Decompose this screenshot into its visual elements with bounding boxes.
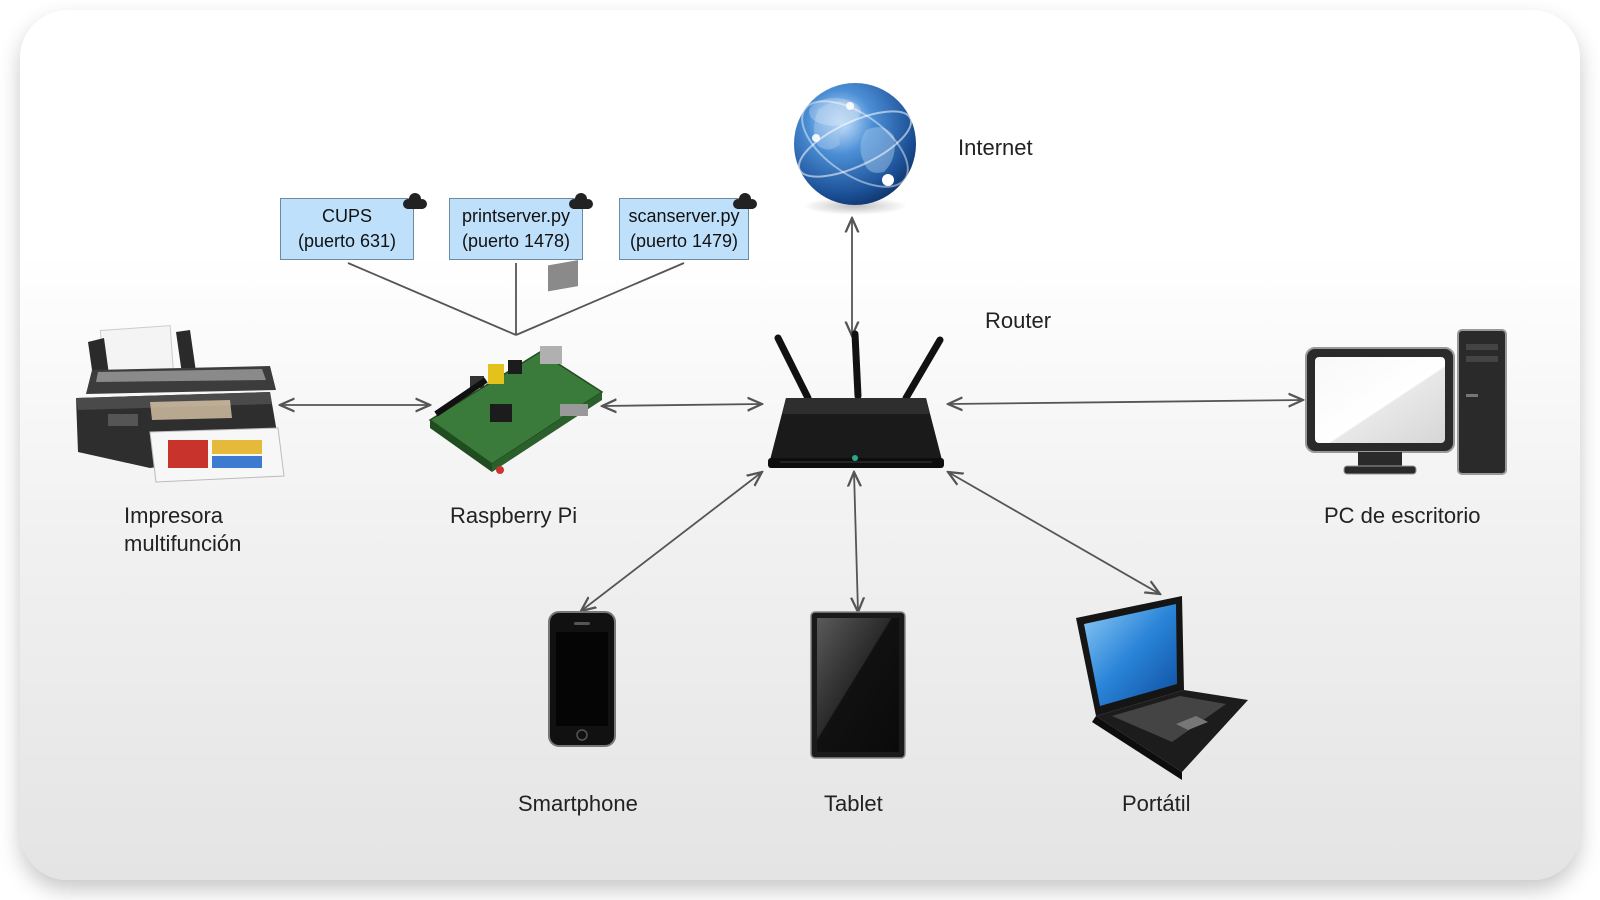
router-label: Router (985, 308, 1052, 333)
smartphone-label: Smartphone (518, 791, 638, 816)
service-name: CUPS (321, 206, 372, 226)
printer-label-line1: Impresora (124, 503, 224, 528)
raspberry-pi-label: Raspberry Pi (450, 503, 578, 528)
service-port: (puerto 631) (297, 231, 397, 251)
service-name: scanserver.py (628, 206, 740, 226)
link-router-smartphone (581, 472, 762, 611)
desktop-pc-label: PC de escritorio (1324, 503, 1481, 528)
service-name: printserver.py (461, 206, 571, 226)
link-router-laptop (948, 472, 1160, 594)
link-scanserver (515, 262, 685, 336)
link-raspberry-router (602, 404, 762, 406)
cloud-icon (569, 193, 593, 209)
link-cups (347, 262, 517, 336)
link-router-tablet (854, 472, 858, 612)
service-port: (puerto 1479) (629, 231, 739, 251)
printer-label-line2: multifunción (124, 531, 242, 556)
service-box-cups: CUPS (puerto 631) (280, 198, 414, 260)
internet-label: Internet (958, 135, 1033, 160)
service-box-printserver: printserver.py (puerto 1478) (449, 198, 583, 260)
cloud-icon (403, 193, 427, 209)
tablet-label: Tablet (824, 791, 883, 816)
laptop-label: Portátil (1122, 791, 1191, 816)
cloud-icon (733, 193, 757, 209)
service-port: (puerto 1478) (461, 231, 571, 251)
service-box-scanserver: scanserver.py (puerto 1479) (619, 198, 749, 260)
link-router-desktop (948, 400, 1303, 404)
